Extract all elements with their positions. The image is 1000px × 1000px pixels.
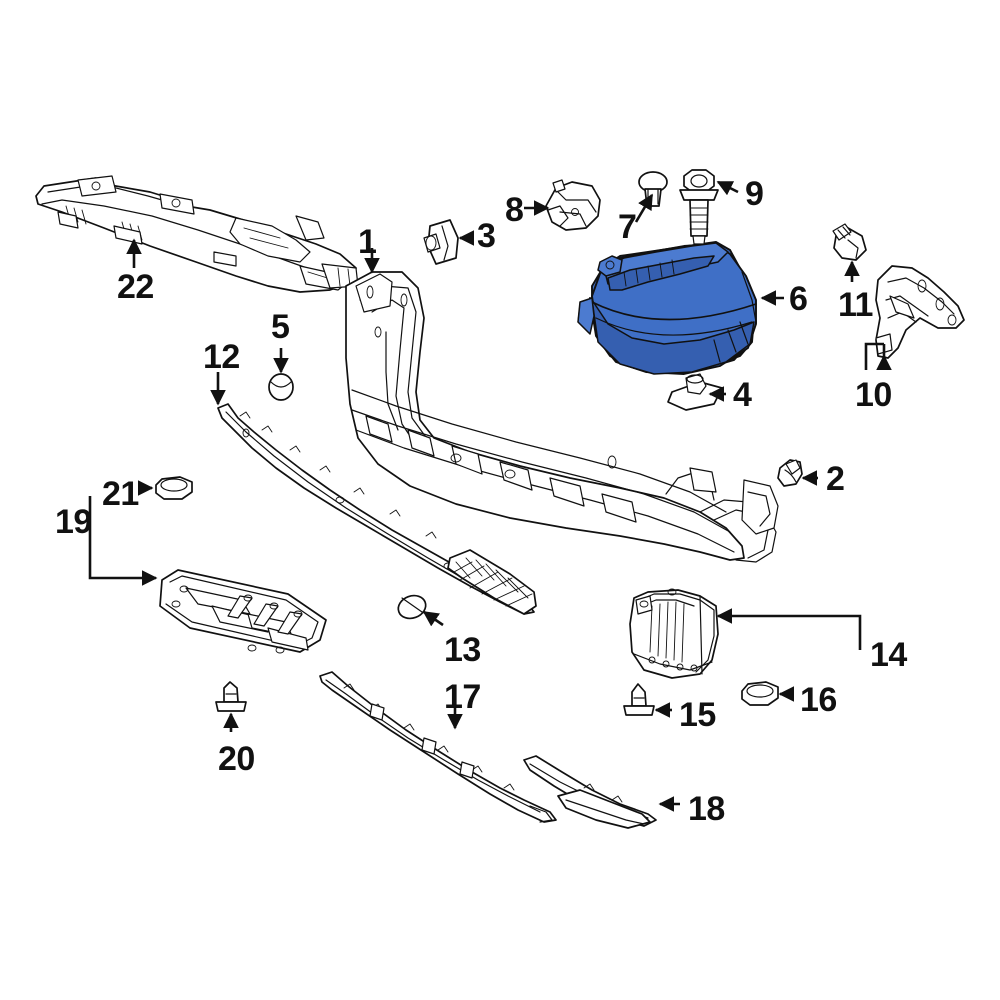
callout-10: 10 (855, 376, 892, 414)
callout-22: 22 (117, 268, 154, 306)
part-13-cap-plug (397, 594, 427, 620)
part-21-grommet-bushing (155, 476, 193, 500)
callout-6: 6 (789, 280, 808, 318)
part-14-splash-shield-assembly (629, 588, 719, 679)
leader-10-bracket (864, 342, 884, 370)
callout-1: 1 (358, 223, 377, 261)
part-12-lower-trim-molding (217, 403, 537, 615)
part-1-bumper-cover (345, 271, 779, 563)
leader-9 (716, 180, 739, 196)
part-15-push-pin-clip (623, 683, 655, 716)
part-2-retainer-clip (777, 459, 803, 487)
part-8-side-bracket (545, 179, 601, 231)
callout-4: 4 (733, 376, 752, 414)
callout-5: 5 (271, 308, 290, 346)
leader-19 (88, 496, 158, 586)
callout-3: 3 (477, 217, 496, 255)
callout-12: 12 (203, 338, 240, 376)
callout-2: 2 (826, 460, 845, 498)
part-4-nut-plate (667, 373, 723, 411)
callout-15: 15 (679, 696, 716, 734)
callout-20: 20 (218, 740, 255, 778)
part-11-stud-fastener (832, 223, 867, 261)
part-18-lower-deflector (523, 755, 657, 829)
part-16-grommet-seal (741, 681, 779, 706)
part-20-push-rivet (215, 681, 247, 712)
part-19-under-cover-assembly (159, 569, 327, 654)
callout-16: 16 (800, 681, 837, 719)
callout-21: 21 (102, 475, 139, 513)
callout-7: 7 (618, 208, 637, 246)
callout-8: 8 (505, 191, 524, 229)
callout-13: 13 (444, 631, 481, 669)
leader-lines (88, 180, 892, 812)
part-10-mounting-bracket-assembly (875, 265, 965, 359)
callout-18: 18 (688, 790, 725, 828)
part-6-rear-bumper-side-retainer-highlighted (577, 241, 757, 375)
part-7-push-pin-rivet (638, 171, 668, 207)
callout-19: 19 (55, 503, 92, 541)
part-17-lower-valance-panel (319, 671, 557, 823)
leader-14 (716, 608, 862, 650)
callout-17: 17 (444, 678, 481, 716)
leader-7 (634, 193, 654, 223)
callout-14: 14 (870, 636, 907, 674)
leader-13 (422, 610, 444, 627)
part-9-flange-bolt (679, 169, 719, 245)
part-3-bracket-plate (423, 219, 459, 265)
callout-11: 11 (838, 286, 873, 324)
callout-9: 9 (745, 175, 764, 213)
part-5-grommet (268, 373, 294, 401)
part-22-reinforcement-bar (35, 175, 359, 293)
